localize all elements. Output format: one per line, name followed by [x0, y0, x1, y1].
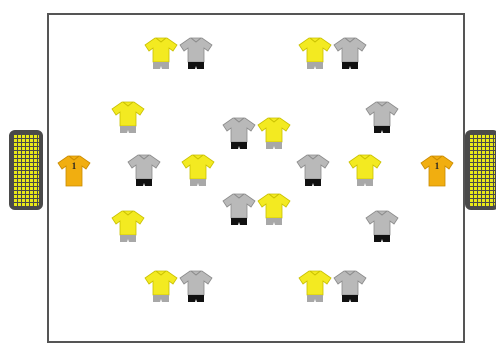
right-goal-net-icon — [465, 130, 496, 210]
yellow-kit-icon — [110, 207, 146, 245]
player-yellow-5[interactable] — [180, 151, 216, 189]
player-gray-7[interactable] — [221, 190, 257, 228]
player-gray-3[interactable] — [364, 98, 400, 136]
yellow-kit-icon — [256, 114, 292, 152]
gray-kit-icon — [178, 34, 214, 72]
yellow-kit-icon — [256, 190, 292, 228]
yellow-kit-icon — [347, 151, 383, 189]
player-gray-8[interactable] — [364, 207, 400, 245]
gray-kit-icon — [178, 267, 214, 305]
player-gray-1[interactable] — [178, 34, 214, 72]
gray-kit-icon — [332, 267, 368, 305]
yellow-kit-icon — [143, 34, 179, 72]
player-yellow-8[interactable] — [110, 207, 146, 245]
goalkeeper-jersey-icon — [419, 152, 455, 190]
soccer-field — [47, 13, 465, 343]
yellow-kit-icon — [143, 267, 179, 305]
player-yellow-6[interactable] — [347, 151, 383, 189]
player-gray-2[interactable] — [332, 34, 368, 72]
left-goalkeeper[interactable]: 1 — [56, 152, 92, 190]
player-yellow-3[interactable] — [110, 98, 146, 136]
player-gray-10[interactable] — [332, 267, 368, 305]
gray-kit-icon — [364, 98, 400, 136]
player-yellow-2[interactable] — [297, 34, 333, 72]
right-goalkeeper[interactable]: 1 — [419, 152, 455, 190]
player-yellow-7[interactable] — [256, 190, 292, 228]
yellow-kit-icon — [297, 267, 333, 305]
yellow-kit-icon — [110, 98, 146, 136]
gray-kit-icon — [221, 114, 257, 152]
player-gray-6[interactable] — [295, 151, 331, 189]
player-yellow-9[interactable] — [143, 267, 179, 305]
player-gray-5[interactable] — [126, 151, 162, 189]
goalkeeper-jersey-icon — [56, 152, 92, 190]
gray-kit-icon — [295, 151, 331, 189]
player-yellow-10[interactable] — [297, 267, 333, 305]
yellow-kit-icon — [297, 34, 333, 72]
gray-kit-icon — [364, 207, 400, 245]
gray-kit-icon — [332, 34, 368, 72]
player-gray-4[interactable] — [221, 114, 257, 152]
player-gray-9[interactable] — [178, 267, 214, 305]
player-yellow-4[interactable] — [256, 114, 292, 152]
player-yellow-1[interactable] — [143, 34, 179, 72]
yellow-kit-icon — [180, 151, 216, 189]
gray-kit-icon — [126, 151, 162, 189]
left-goal-net-icon — [9, 130, 43, 210]
gray-kit-icon — [221, 190, 257, 228]
